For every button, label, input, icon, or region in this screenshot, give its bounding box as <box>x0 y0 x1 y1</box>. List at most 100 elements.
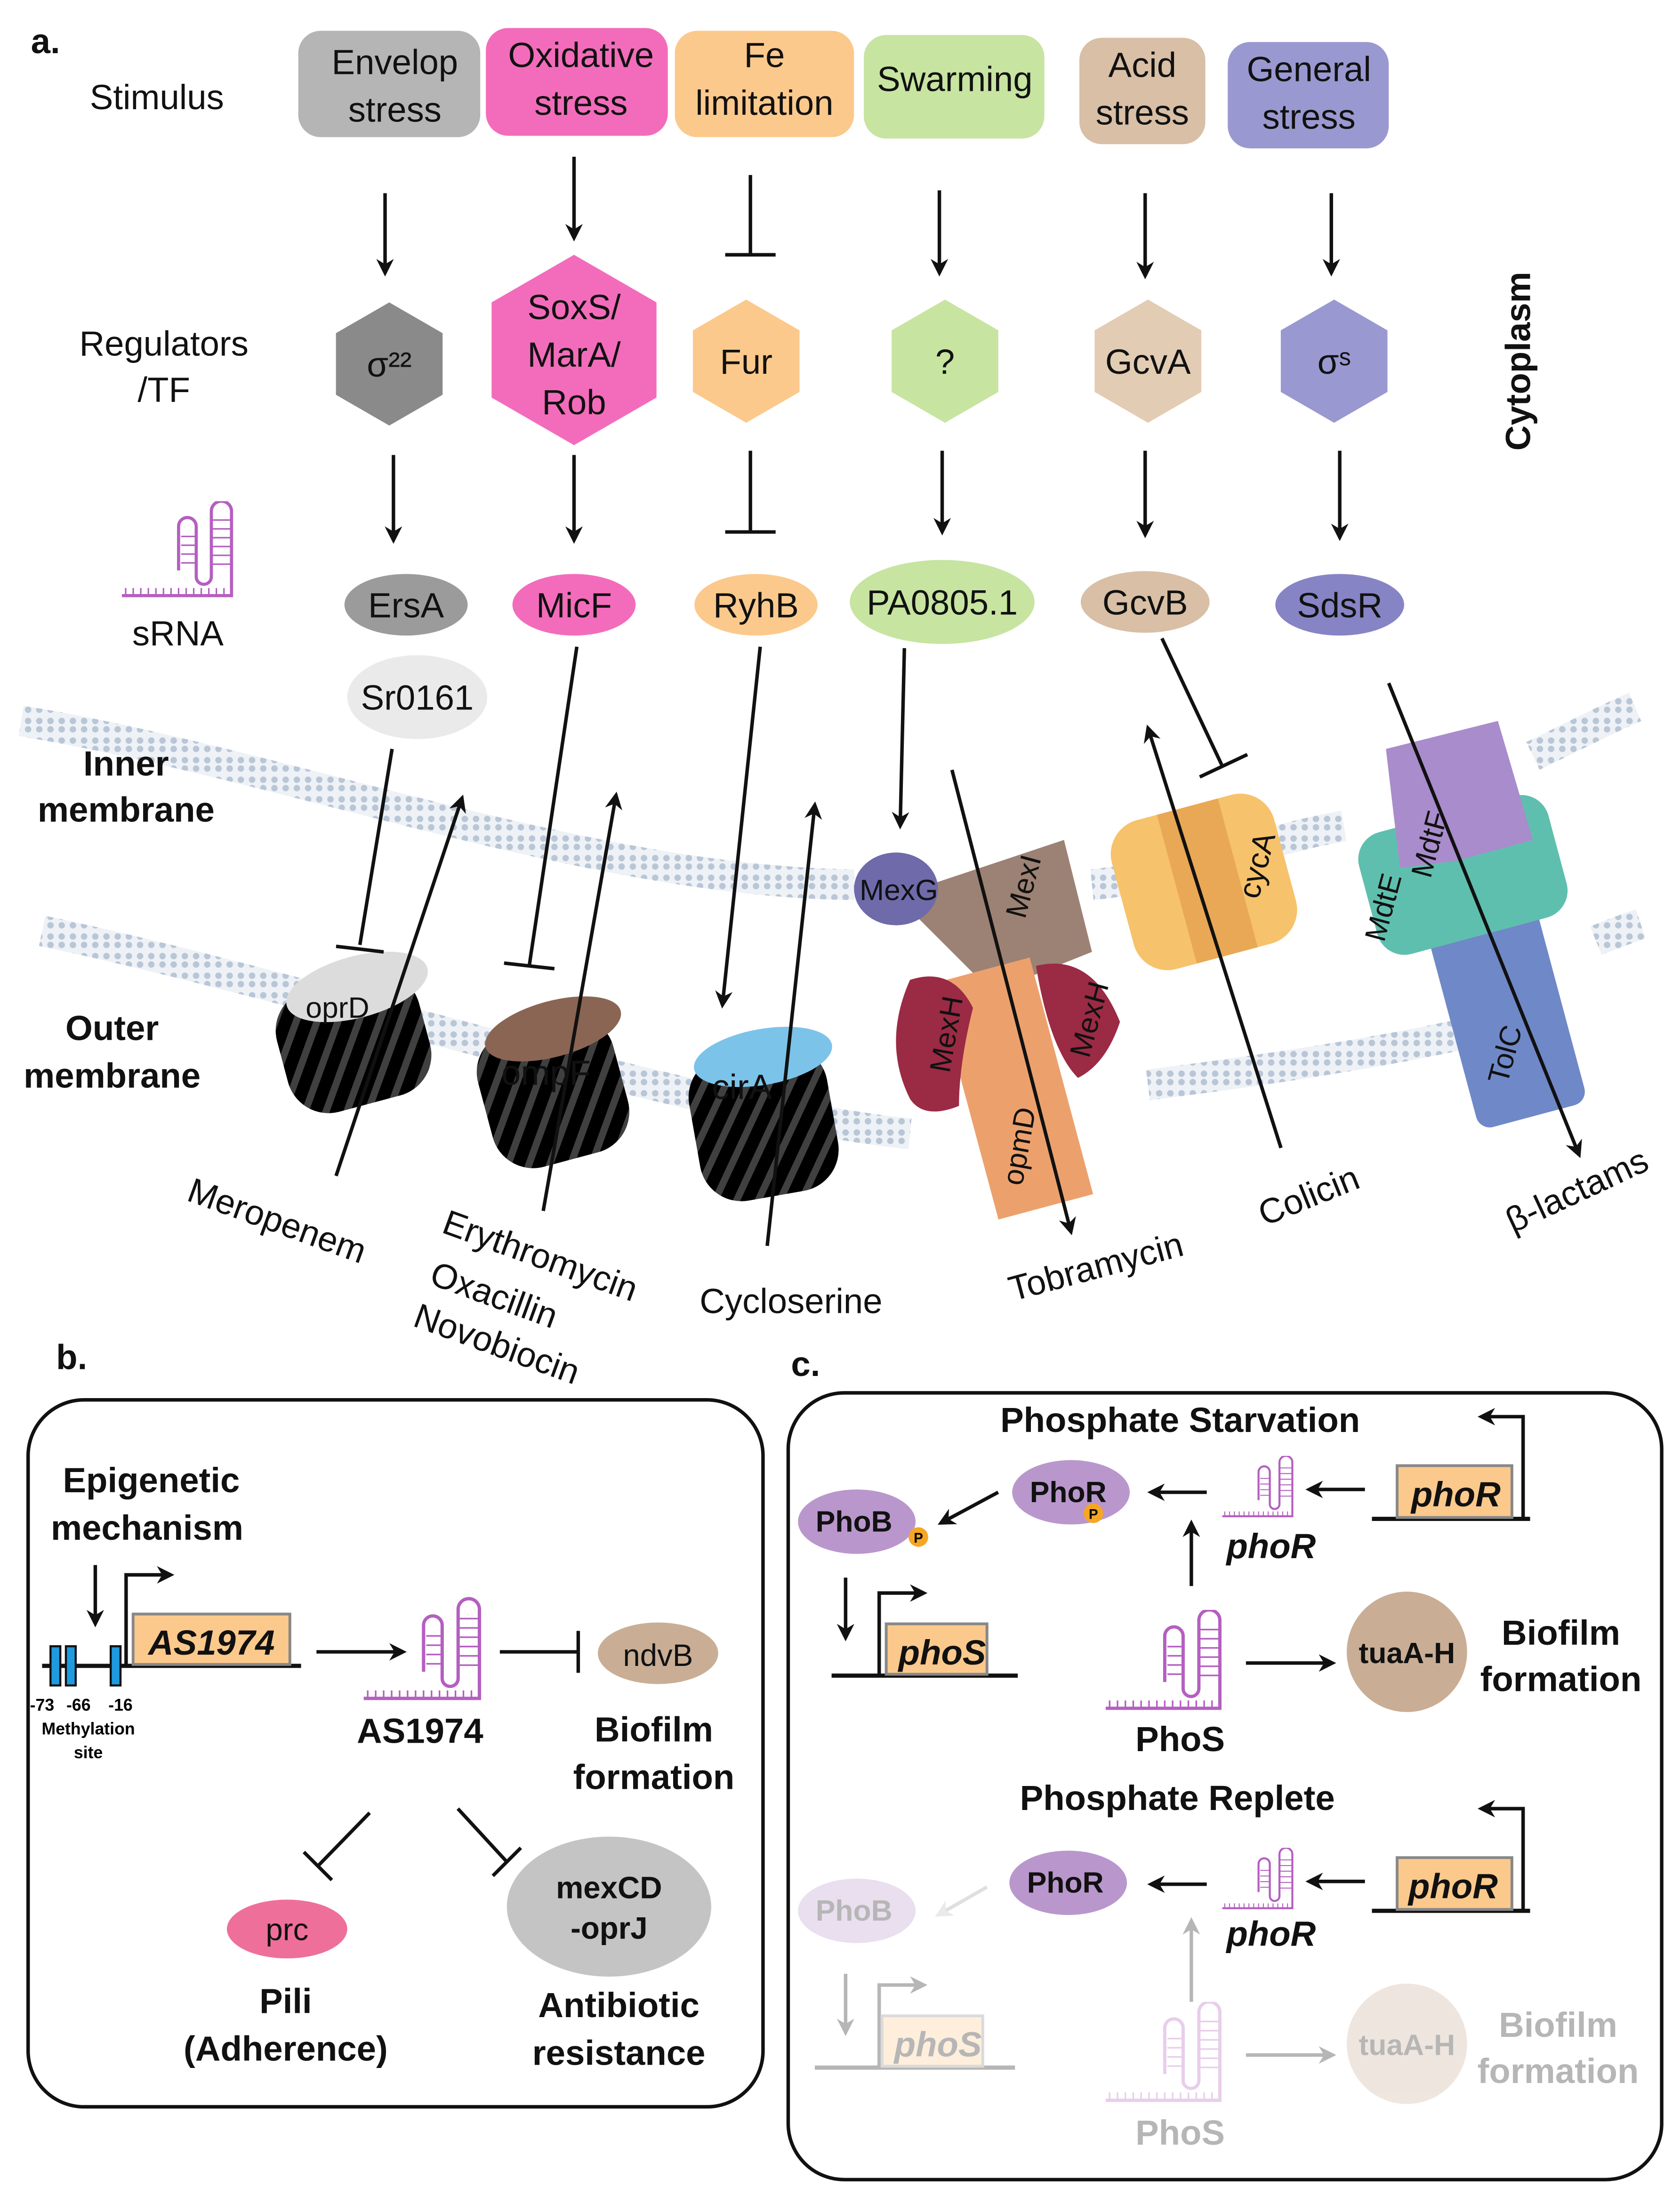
svg-text:GcvB: GcvB <box>1102 583 1188 622</box>
svg-text:Acid: Acid <box>1109 46 1177 85</box>
svg-text:Biofilm: Biofilm <box>1499 2005 1617 2044</box>
regulator-sigma22: σ²² <box>336 302 443 426</box>
antibiotic-label-2: resistance <box>532 2033 706 2072</box>
svg-text:Oxidative: Oxidative <box>508 36 654 75</box>
svg-text:PhoB: PhoB <box>816 1894 892 1927</box>
svg-text:-oprJ: -oprJ <box>571 1911 648 1946</box>
srna-micf: MicF <box>512 574 636 636</box>
biofilm-label: Biofilm <box>595 1710 713 1749</box>
svg-text:Colicin: Colicin <box>1253 1158 1365 1233</box>
svg-text:phoR: phoR <box>1410 1475 1501 1514</box>
svg-text:SoxS/: SoxS/ <box>527 288 621 327</box>
as1974-srna-label: AS1974 <box>357 1711 483 1750</box>
svg-text:MarA/: MarA/ <box>527 335 621 374</box>
srna-gcvb: GcvB <box>1080 571 1210 633</box>
drug-labels: Meropenem Erythromycin Oxacillin Novobio… <box>183 1140 1654 1392</box>
hexagon-shape <box>491 255 657 445</box>
svg-text:P: P <box>1089 1507 1098 1522</box>
srna-ersa: ErsA <box>344 574 468 636</box>
srna-legend: sRNA <box>122 501 232 653</box>
regulator-arrows <box>385 450 1349 544</box>
pili-label-2: (Adherence) <box>184 2029 388 2068</box>
phosphate-replete-section: Phosphate Replete phoR phoR PhoR PhoB ph… <box>798 1778 1639 2152</box>
outer-membrane-label-2: membrane <box>24 1056 201 1095</box>
svg-text:Fe: Fe <box>744 36 785 75</box>
svg-text:oprD: oprD <box>305 991 369 1024</box>
srna-row: ErsA MicF RyhB PA0805.1 GcvB SdsR Sr0161 <box>344 560 1404 740</box>
inner-membrane-label: Inner <box>83 744 169 783</box>
epigenetic-label: Epigenetic <box>63 1461 240 1500</box>
mexcd-oprj-node: mexCD -oprJ <box>506 1836 711 1977</box>
svg-text:SdsR: SdsR <box>1297 586 1383 625</box>
svg-text:ErsA: ErsA <box>368 586 444 625</box>
srna-target-arrows <box>336 637 1248 1009</box>
pili-label: Pili <box>259 1981 312 2020</box>
svg-text:Fur: Fur <box>720 342 772 381</box>
srna-sr0161: Sr0161 <box>347 655 488 740</box>
svg-text:phoS: phoS <box>898 1633 986 1672</box>
stimulus-arrows <box>376 157 1340 280</box>
svg-text:stress: stress <box>534 83 627 122</box>
svg-text:tuaA-H: tuaA-H <box>1359 2028 1455 2061</box>
mexghi-opmd-pump: MexG MexI MexH MexH opmD <box>854 840 1120 1220</box>
svg-text:Phosphate Replete: Phosphate Replete <box>1020 1778 1335 1818</box>
hexagon-shape <box>692 299 800 423</box>
svg-text:P: P <box>914 1530 923 1546</box>
as1974-gene-locus: AS1974 -73 -66 -16 Methylation site <box>30 1565 301 1762</box>
svg-text:-16: -16 <box>108 1696 133 1714</box>
svg-text:AS1974: AS1974 <box>147 1623 275 1662</box>
svg-text:PhoS: PhoS <box>1135 1720 1225 1759</box>
svg-text:stress: stress <box>348 90 442 129</box>
svg-text:PA0805.1: PA0805.1 <box>867 583 1018 622</box>
svg-text:Tobramycin: Tobramycin <box>1005 1224 1188 1309</box>
regulator-gcva: GcvA <box>1094 299 1202 423</box>
hexagon-shape <box>1094 299 1202 423</box>
stimulus-envelop-stress: Envelop stress <box>298 31 481 137</box>
panel-c-frame <box>786 1391 1664 2181</box>
porin-oprd: oprD <box>275 951 432 1113</box>
svg-text:ompF: ompF <box>501 1054 591 1093</box>
drug-arrows <box>334 682 1582 1247</box>
transporter-cyca: cycA <box>1110 794 1297 970</box>
svg-text:phoR: phoR <box>1225 1914 1316 1954</box>
stimulus-general-stress: General stress <box>1228 42 1389 149</box>
row-label-tf: /TF <box>137 370 190 409</box>
ndvb-node: ndvB <box>598 1622 718 1684</box>
regulator-sigmas: σˢ <box>1280 299 1388 423</box>
srna-icon <box>122 501 232 596</box>
svg-text:tuaA-H: tuaA-H <box>1359 1637 1455 1670</box>
svg-text:Envelop: Envelop <box>332 43 458 82</box>
phosphate-starvation-section: Phosphate Starvation phoR phoR PhoR P Ph… <box>798 1400 1641 1759</box>
svg-text:MicF: MicF <box>536 586 612 625</box>
hexagon-shape <box>1280 299 1388 423</box>
svg-text:ndvB: ndvB <box>623 1638 693 1673</box>
svg-text:site: site <box>74 1743 103 1762</box>
svg-text:phoS: phoS <box>893 2025 982 2064</box>
regulator-row: σ²² SoxS/MarA/Rob Fur ? GcvA σˢ <box>336 255 1388 445</box>
antibiotic-label: Antibiotic <box>538 1986 699 2025</box>
srna-pa0805-1: PA0805.1 <box>850 560 1035 644</box>
svg-text:Biofilm: Biofilm <box>1502 1613 1620 1652</box>
as1974-srna-icon <box>364 1599 480 1698</box>
row-label-stimulus: Stimulus <box>90 78 224 117</box>
svg-text:prc: prc <box>265 1913 308 1947</box>
porin-ompf: ompF <box>476 996 629 1168</box>
svg-text:β-lactams: β-lactams <box>1500 1140 1654 1240</box>
svg-text:stress: stress <box>1262 97 1356 137</box>
svg-text:Meropenem: Meropenem <box>183 1170 371 1271</box>
svg-text:-73: -73 <box>30 1696 55 1714</box>
svg-text:phoR: phoR <box>1225 1527 1316 1566</box>
biofilm-label-2: formation <box>573 1757 735 1796</box>
stimulus-swarming: Swarming <box>864 35 1045 139</box>
mdtef-tolc-pump: MdtE MdtF TolC <box>1358 721 1585 1128</box>
svg-text:formation: formation <box>1480 1659 1642 1698</box>
svg-text:mexCD: mexCD <box>556 1870 662 1905</box>
svg-text:PhoR: PhoR <box>1027 1866 1104 1899</box>
svg-text:Swarming: Swarming <box>877 59 1032 98</box>
svg-text:PhoR: PhoR <box>1030 1476 1107 1509</box>
svg-text:General: General <box>1246 49 1371 88</box>
svg-text:-66: -66 <box>66 1696 91 1714</box>
